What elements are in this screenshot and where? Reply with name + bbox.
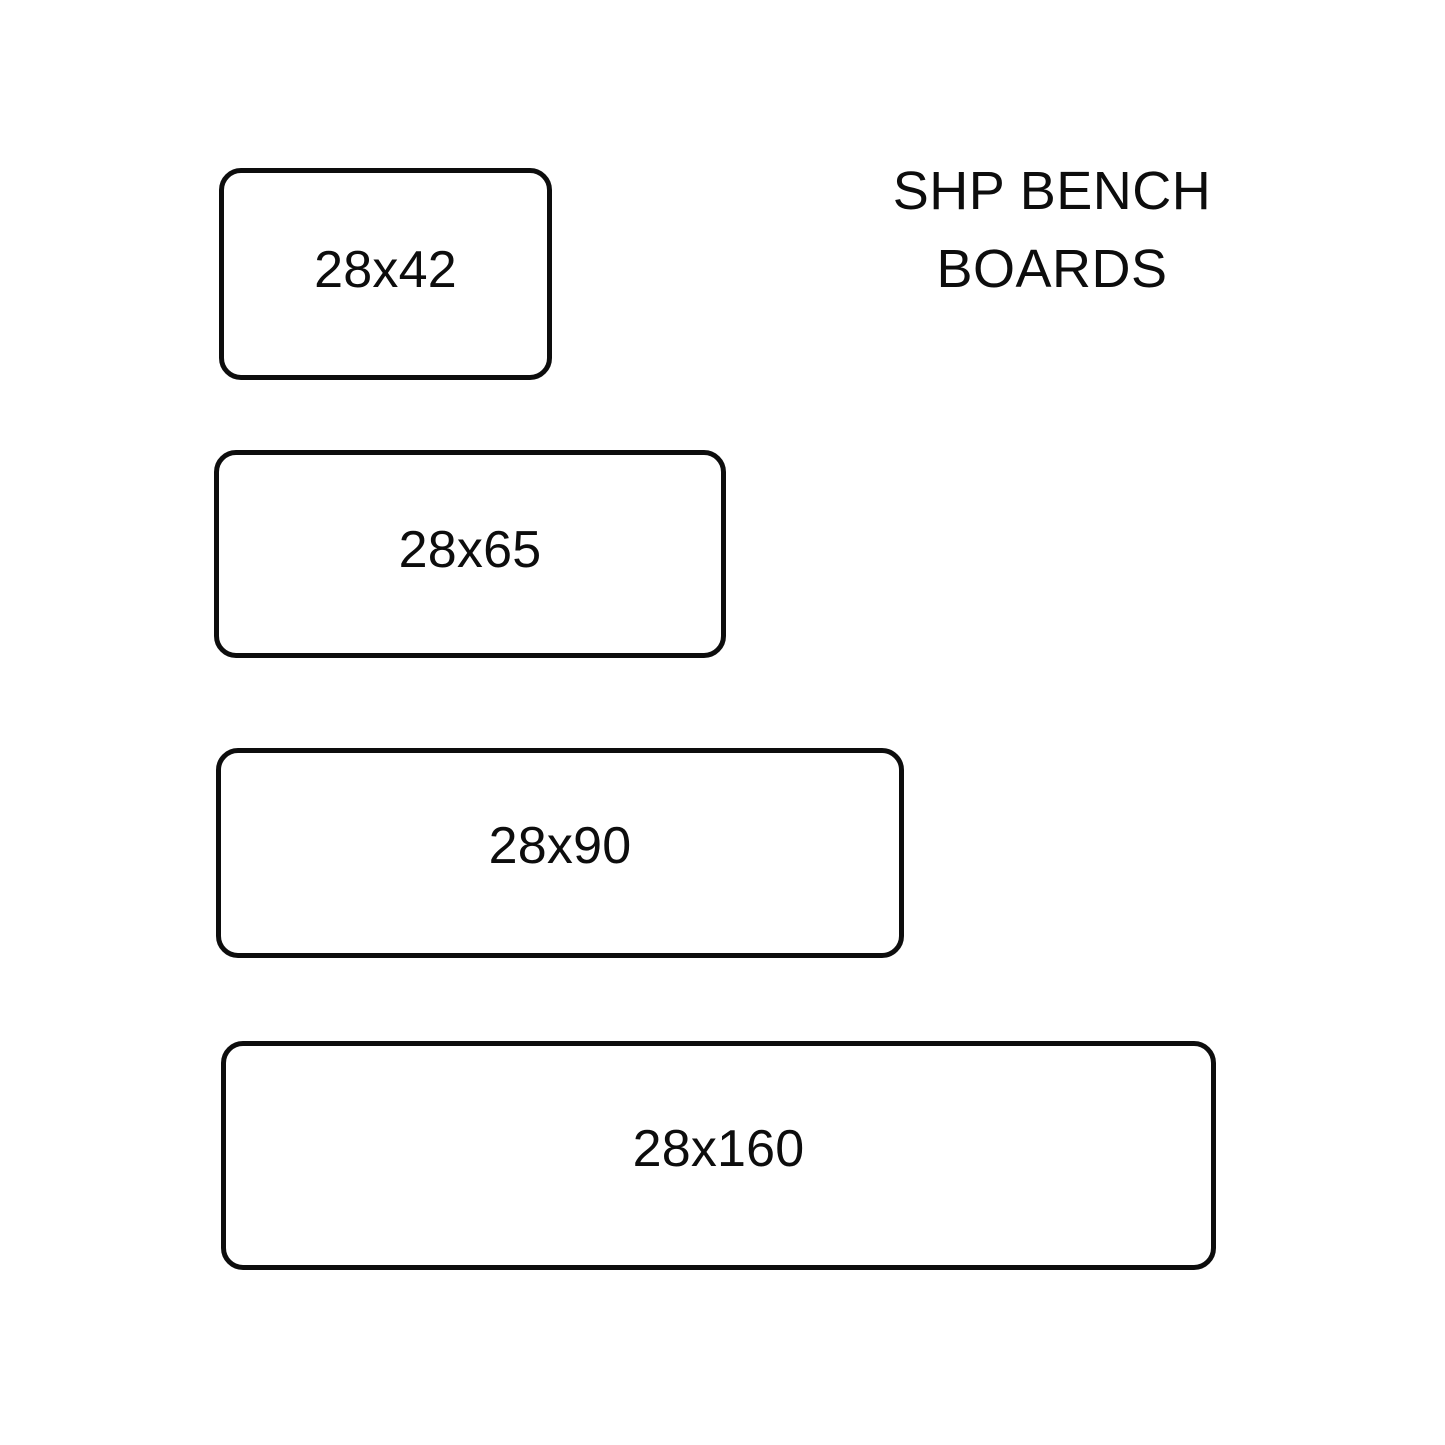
board-label-28x90: 28x90 <box>488 817 632 875</box>
title-line-1: SHP BENCH <box>892 161 1212 221</box>
board-label-28x42: 28x42 <box>314 241 457 299</box>
board-shape-28x160: 28x160 <box>221 1041 1216 1270</box>
board-label-28x160: 28x160 <box>632 1120 805 1178</box>
title-line-2: BOARDS <box>936 239 1168 299</box>
board-shape-28x90: 28x90 <box>216 748 904 958</box>
board-shape-28x65: 28x65 <box>214 450 726 658</box>
board-shape-28x42: 28x42 <box>219 168 552 380</box>
board-label-28x65: 28x65 <box>398 521 542 579</box>
diagram-title: SHP BENCH BOARDS <box>852 152 1252 308</box>
